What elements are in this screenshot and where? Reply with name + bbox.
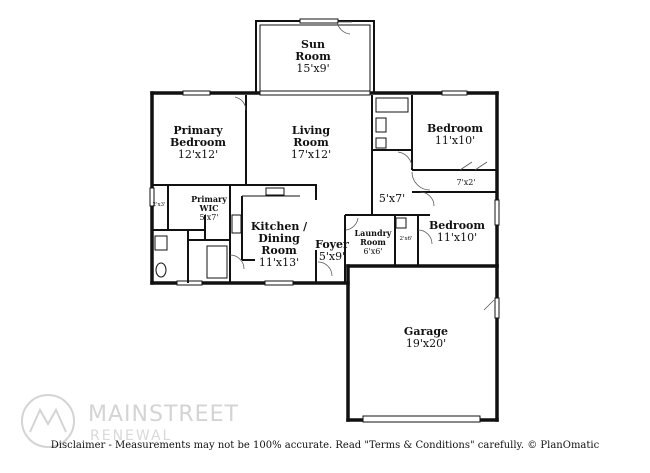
interior-walls (152, 95, 497, 283)
room-kitchen-dining: Kitchen / Dining Room 11'x13' (251, 220, 308, 269)
primary-bedroom-name-2: Bedroom (170, 136, 226, 149)
living-room-name-1: Living (292, 124, 330, 137)
disclaimer-text: Disclaimer - Measurements may not be 100… (51, 440, 600, 451)
primary-bedroom-size: 12'x12' (178, 148, 218, 161)
room-hall: 5'x7' (379, 192, 405, 205)
room-foyer: Foyer 5'x9' (315, 238, 349, 263)
room-closet-1: 7'x2' (456, 178, 475, 187)
living-room-size: 17'x12' (291, 148, 331, 161)
room-living-room: Living Room 17'x12' (291, 124, 331, 161)
bedroom-1-name: Bedroom (427, 122, 483, 135)
sun-room-name-1: Sun (301, 38, 325, 51)
living-room-name-2: Room (293, 136, 329, 149)
sun-room-walls (255, 18, 375, 93)
room-primary-wic: Primary WIC 5'x7' (191, 194, 227, 222)
doors (229, 96, 495, 311)
laundry-name-2: Room (360, 237, 386, 247)
room-garage: Garage 19'x20' (404, 325, 448, 350)
bedroom-2-size: 11'x10' (437, 231, 477, 244)
room-bedroom-1: Bedroom 11'x10' (427, 122, 483, 147)
room-laundry: Laundry Room 6'x6' (355, 228, 392, 256)
windows (149, 90, 500, 423)
room-closet-2: 2'x6' (399, 236, 412, 242)
sun-room-name-2: Room (295, 50, 331, 63)
primary-bedroom-name-1: Primary (173, 124, 223, 137)
bedroom-1-size: 11'x10' (435, 134, 475, 147)
mainstreet-logo: MAINSTREET RENEWAL (21, 394, 239, 448)
hall-size: 5'x7' (379, 192, 405, 205)
kitchen-name-1: Kitchen / (251, 220, 308, 233)
primary-wic-size: 5'x7' (199, 213, 218, 222)
primary-wic-name-1: Primary (191, 194, 227, 204)
watermark-brand: MAINSTREET (88, 402, 239, 427)
closet-small-left-size: 2'x3' (152, 202, 165, 208)
garage-name: Garage (404, 325, 448, 338)
laundry-name-1: Laundry (355, 228, 392, 238)
closet-2-size: 2'x6' (399, 236, 412, 242)
foyer-size: 5'x9' (319, 250, 345, 263)
sun-room-size: 15'x9' (296, 62, 329, 75)
room-primary-bedroom: Primary Bedroom 12'x12' (170, 124, 226, 161)
garage-size: 19'x20' (406, 337, 446, 350)
foyer-name: Foyer (315, 238, 349, 251)
kitchen-name-3: Room (261, 244, 297, 257)
kitchen-size: 11'x13' (259, 256, 299, 269)
fixtures (154, 97, 409, 279)
room-sun-room: Sun Room 15'x9' (295, 38, 331, 75)
room-bedroom-2: Bedroom 11'x10' (429, 219, 485, 244)
bedroom-2-name: Bedroom (429, 219, 485, 232)
laundry-size: 6'x6' (363, 247, 382, 256)
closet-1-size: 7'x2' (456, 178, 475, 187)
primary-wic-name-2: WIC (198, 203, 218, 213)
kitchen-name-2: Dining (258, 232, 300, 245)
room-closet-small-left: 2'x3' (152, 202, 165, 208)
watermark-sub: RENEWAL (90, 428, 172, 444)
